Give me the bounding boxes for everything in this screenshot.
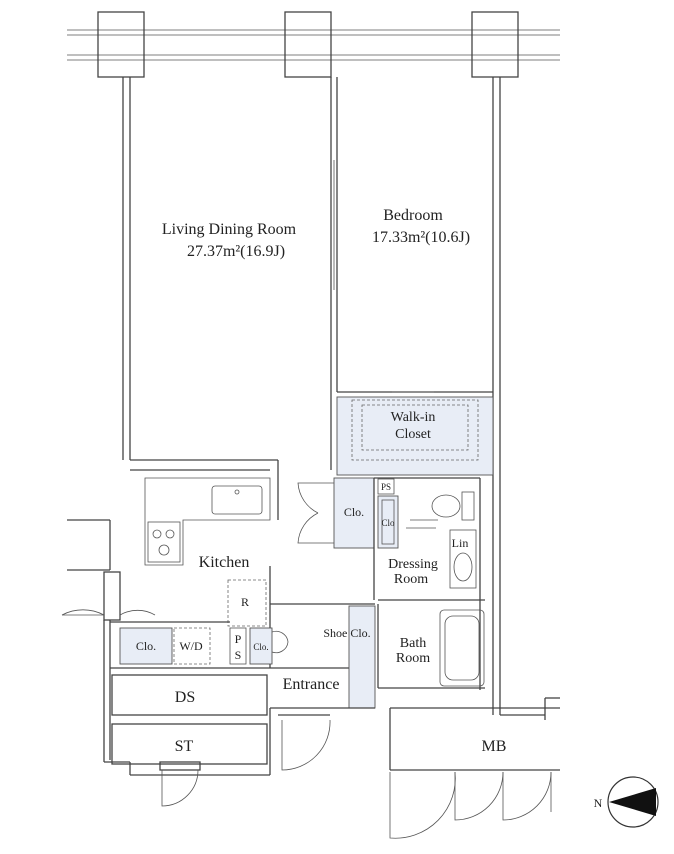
ps-kitchen-s: S xyxy=(235,648,242,662)
bathtub-icon xyxy=(439,609,485,687)
walk-in-closet xyxy=(336,391,494,476)
washer-dryer-label: W/D xyxy=(179,639,203,653)
refrigerator-label: R xyxy=(241,595,249,609)
walk-in-closet-label-1: Walk-in xyxy=(391,410,436,425)
bedroom-area: 17.33m²(10.6J) xyxy=(372,229,470,246)
outer-walls xyxy=(67,77,560,776)
closet-main-label: Clo. xyxy=(344,505,364,519)
ps-top-label: PS xyxy=(381,482,391,492)
entrance-label: Entrance xyxy=(283,676,340,693)
kitchen-closet-label: Clo. xyxy=(136,639,156,653)
kitchen-label: Kitchen xyxy=(199,554,250,571)
top-window-band xyxy=(67,11,560,78)
entrance-closets xyxy=(269,477,480,771)
ds-label: DS xyxy=(175,689,195,706)
walk-in-closet-label-2: Closet xyxy=(395,427,431,442)
living-dining-area: 27.37m²(16.9J) xyxy=(187,243,285,260)
toilet-icon xyxy=(431,494,461,518)
closet-small-label: Clo xyxy=(381,518,395,528)
stove-icon xyxy=(147,521,181,563)
mb-label: MB xyxy=(482,738,507,755)
dressing-bath xyxy=(377,478,485,690)
bedroom-label: Bedroom xyxy=(383,207,443,224)
compass-label: N xyxy=(594,796,603,810)
st-label: ST xyxy=(175,738,194,755)
ds-st-boxes xyxy=(111,674,268,807)
mb-doors xyxy=(389,771,552,839)
basin-icon xyxy=(453,552,473,582)
shoe-closet-label: Shoe Clo. xyxy=(323,626,370,640)
compass: N xyxy=(594,776,659,828)
linen-label: Lin xyxy=(452,536,469,550)
entrance-closet-label: Clo. xyxy=(253,642,268,652)
north-arrow-icon xyxy=(609,788,656,816)
refrigerator-space xyxy=(227,579,267,627)
kitchen-storage-row xyxy=(61,571,370,669)
bath-room-label-2: Room xyxy=(396,651,430,666)
living-dining-label: Living Dining Room xyxy=(162,221,297,238)
bath-room-label-1: Bath xyxy=(400,636,426,651)
ps-kitchen-p: P xyxy=(235,632,242,646)
dressing-room-label-1: Dressing xyxy=(388,557,438,572)
dressing-room-label-2: Room xyxy=(394,572,428,587)
sink-icon xyxy=(211,485,263,515)
